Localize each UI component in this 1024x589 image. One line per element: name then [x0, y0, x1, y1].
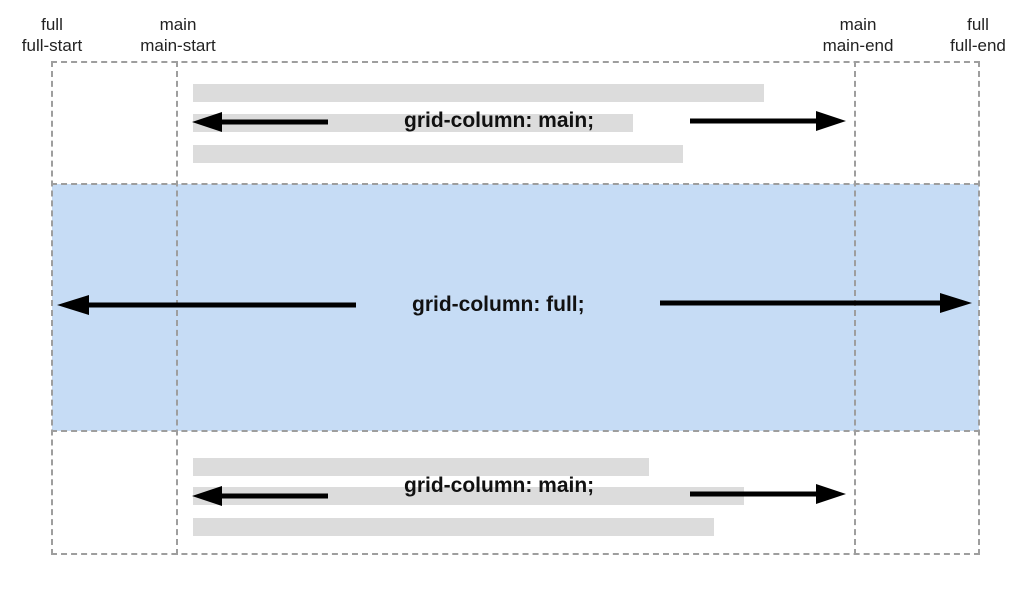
main-end-line: [854, 61, 856, 555]
label-full-start-name: full: [41, 15, 63, 34]
arrow-left-head: [192, 486, 222, 506]
caption-middle-row: grid-column: full;: [412, 293, 585, 316]
arrow-left-head: [57, 295, 89, 315]
label-main-end-name: main: [839, 15, 877, 34]
main-start-line: [176, 61, 178, 555]
arrow-left-head: [192, 112, 222, 132]
placeholder-line: [193, 487, 744, 505]
arrow-right-head: [940, 293, 972, 313]
caption-top-row: grid-column: main;: [404, 109, 595, 132]
placeholder-line: [193, 114, 633, 132]
label-main-start: main main-start: [130, 14, 226, 56]
row-divider-top: [51, 183, 980, 185]
placeholder-line: [193, 145, 683, 163]
label-full-start-line: full-start: [21, 36, 83, 55]
caption-bottom-row: grid-column: main;: [404, 474, 595, 497]
arrow-right-head: [816, 111, 846, 131]
label-full-end-name: full: [967, 15, 989, 34]
label-main-start-line: main-start: [140, 36, 216, 55]
label-main-end: main main-end: [810, 14, 906, 56]
placeholder-line: [193, 458, 649, 476]
label-full-end-line: full-end: [950, 36, 1006, 55]
row-divider-bottom: [51, 430, 980, 432]
label-full-start: full full-start: [12, 14, 92, 56]
label-main-end-line: main-end: [822, 36, 894, 55]
placeholder-line: [193, 518, 714, 536]
placeholder-line: [193, 84, 764, 102]
label-main-start-name: main: [159, 15, 197, 34]
arrow-right-head: [816, 484, 846, 504]
grid-outline: [51, 61, 980, 555]
label-full-end: full full-end: [938, 14, 1018, 56]
